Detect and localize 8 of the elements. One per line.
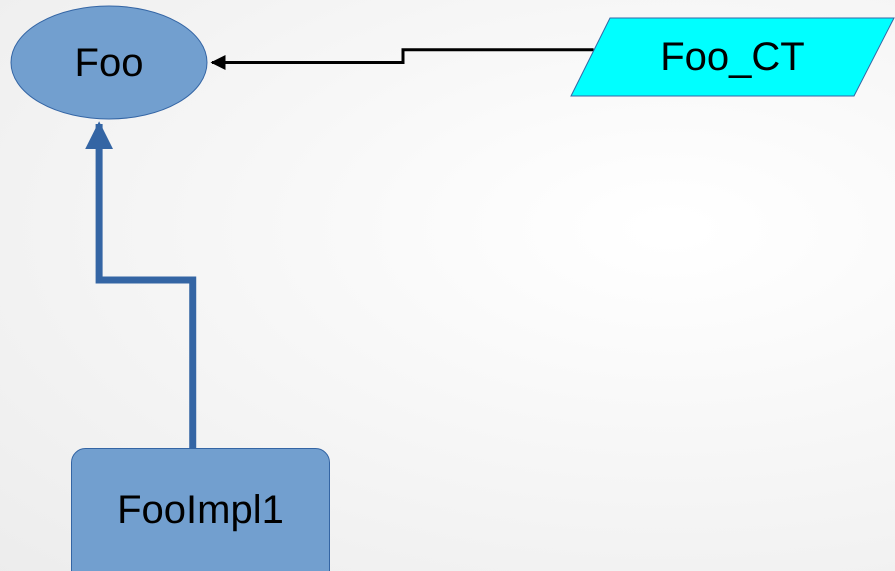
arrow	[85, 121, 196, 448]
parallelogram-node	[570, 17, 895, 97]
rounded-box	[71, 448, 330, 571]
node-label: Foo	[74, 42, 144, 82]
ellipse-node	[10, 5, 208, 120]
node-label: FooImpl1	[117, 490, 284, 530]
node-label: Foo_CT	[660, 37, 805, 77]
arrow	[210, 48, 594, 70]
